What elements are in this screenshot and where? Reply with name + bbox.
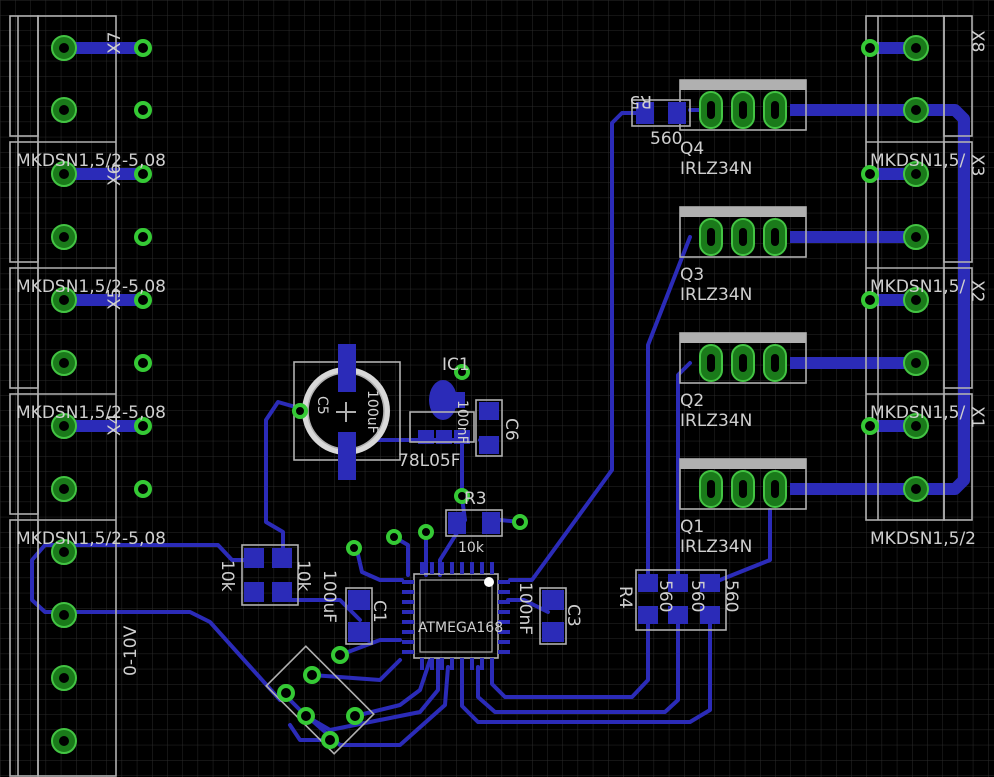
label-mkds-left-1: MKDSN1,5/2-5,08 bbox=[16, 151, 166, 171]
resistors-r1-r2 bbox=[241, 544, 299, 606]
label-q4: Q4 bbox=[680, 139, 704, 159]
label-x2: X2 bbox=[967, 280, 987, 302]
resistors-r4-r6-r7 bbox=[635, 569, 727, 631]
label-mkds-right-1: MKDSN1,5/2 bbox=[870, 529, 976, 549]
label-mkds-right-4: MKDSN1,5/ bbox=[870, 403, 965, 423]
label-c5-val: 100uF bbox=[364, 390, 380, 434]
label-r2-val: 10k bbox=[293, 560, 313, 592]
label-x7: X7 bbox=[105, 32, 125, 54]
label-c5: C5 bbox=[314, 396, 330, 415]
label-mkds-left-4: MKDSN1,5/2-5,08 bbox=[16, 529, 166, 549]
label-r6-val: 560 bbox=[687, 580, 707, 612]
mosfets bbox=[679, 79, 807, 510]
label-ic1: IC1 bbox=[442, 355, 470, 375]
label-r4: R4 bbox=[615, 586, 635, 609]
resistor-r5 bbox=[631, 99, 691, 127]
right-vias bbox=[861, 39, 879, 435]
label-r5: R5 bbox=[629, 91, 652, 111]
label-c6-val: 100nF bbox=[454, 400, 470, 444]
left-terminals bbox=[9, 15, 117, 777]
label-c6: C6 bbox=[501, 418, 521, 441]
label-r3-val: 10k bbox=[458, 540, 485, 556]
label-irlz-1: IRLZ34N bbox=[680, 537, 752, 557]
capacitor-c6 bbox=[475, 399, 503, 457]
label-irlz-3: IRLZ34N bbox=[680, 285, 752, 305]
label-mkds-right-2: MKDSN1,5/ bbox=[870, 151, 965, 171]
label-x5: X5 bbox=[105, 288, 125, 310]
silk-labels: X7 X6 X5 X4 X8 X3 X2 X1 MKDSN1,5/2-5,08 … bbox=[16, 30, 987, 676]
label-r4-val: 560 bbox=[655, 580, 675, 612]
left-vias bbox=[134, 39, 152, 498]
label-c3-val: 100nF bbox=[515, 582, 535, 635]
resistor-r3 bbox=[445, 488, 528, 537]
label-mkds-right-3: MKDSN1,5/ bbox=[870, 277, 965, 297]
label-q2: Q2 bbox=[680, 391, 704, 411]
label-c3: C3 bbox=[563, 604, 583, 627]
left-pads bbox=[51, 35, 77, 754]
label-q1: Q1 bbox=[680, 517, 704, 537]
label-x6: X6 bbox=[105, 164, 125, 186]
label-mcu: ATMEGA168 bbox=[418, 620, 503, 636]
label-irlz-2: IRLZ34N bbox=[680, 411, 752, 431]
label-mkds-left-3: MKDSN1,5/2-5,08 bbox=[16, 403, 166, 423]
label-x3: X3 bbox=[967, 154, 987, 176]
label-mkds-left-2: MKDSN1,5/2-5,08 bbox=[16, 277, 166, 297]
label-r7-val: 560 bbox=[721, 580, 741, 612]
label-r5-val: 560 bbox=[650, 129, 682, 149]
label-ic1-val: 78L05F bbox=[398, 451, 461, 471]
label-c1-val: 100uF bbox=[319, 570, 339, 623]
label-q3: Q3 bbox=[680, 265, 704, 285]
label-c1: C1 bbox=[369, 600, 389, 623]
label-x4: X4 bbox=[105, 414, 125, 436]
isp-vias bbox=[277, 646, 364, 749]
regulator-ic1 bbox=[409, 364, 475, 444]
label-r1-val: 10k bbox=[217, 560, 237, 592]
right-pads bbox=[903, 35, 929, 502]
right-terminals bbox=[865, 15, 973, 521]
capacitor-c3 bbox=[539, 587, 567, 645]
capacitor-c5 bbox=[292, 344, 401, 480]
label-input-range: 0-10V bbox=[121, 625, 141, 676]
label-x1: X1 bbox=[967, 406, 987, 428]
label-r3: R3 bbox=[464, 489, 487, 509]
mcu-atmega168 bbox=[402, 524, 510, 670]
label-irlz-4: IRLZ34N bbox=[680, 159, 752, 179]
capacitor-c1 bbox=[345, 529, 402, 645]
label-x8: X8 bbox=[967, 30, 987, 52]
left-terminal-traces bbox=[64, 42, 143, 432]
